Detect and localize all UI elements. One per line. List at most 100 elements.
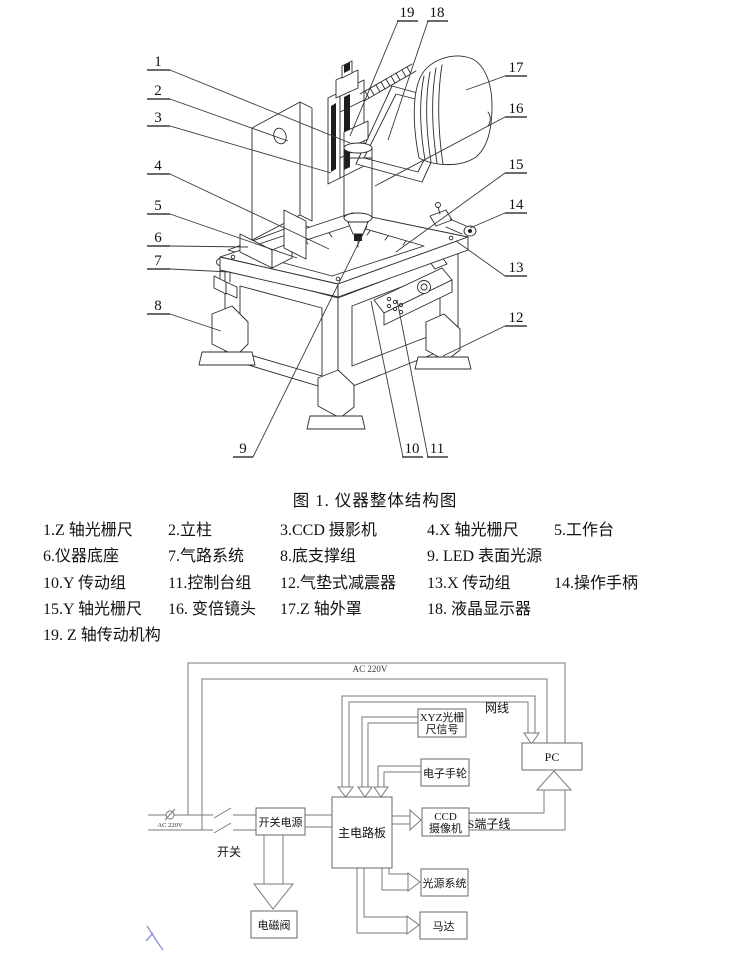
legend-line-3: 10.Y 传动组 11.控制台组 12.气垫式减震器 13.X 传动组 14.操… [43,568,740,594]
callout-17: 17 [465,60,527,91]
legend-item: 1.Z 轴光栅尺 [43,522,133,540]
box-switch-power: 开关电源 [255,807,306,836]
callout-12: 12 [442,310,527,357]
parts-legend: 1.Z 轴光栅尺 2.立柱 3.CCD 摄影机 4.X 轴光栅尺 5.工作台 6… [43,515,740,646]
svg-text:马达: 马达 [433,920,455,933]
callout-9: 9 [233,225,368,458]
machine-column [239,101,313,269]
svg-text:5: 5 [154,198,162,214]
legend-item: 18. 液晶显示器 [427,601,532,619]
svg-text:4: 4 [154,158,162,174]
callout-10: 10 [370,300,423,458]
callout-5: 5 [147,198,298,259]
machine-x-rail-handle [429,202,477,237]
svg-text:1: 1 [154,54,162,70]
legend-item: 4.X 轴光栅尺 [427,522,519,540]
svg-text:13: 13 [509,260,524,276]
legend-item: 13.X 传动组 [427,574,511,592]
svg-text:开关电源: 开关电源 [259,815,303,829]
legend-line-5: 19. Z 轴传动机构 [43,620,740,646]
figure-caption: 图 1. 仪器整体结构图 [292,491,458,510]
box-light-system: 光源系统 [420,868,469,897]
svg-text:摄像机: 摄像机 [429,821,462,835]
callout-4: 4 [147,158,330,250]
legend-item: 5.工作台 [554,522,615,540]
callout-1: 1 [147,54,351,144]
figure-callouts: 1 2 3 4 5 [147,5,527,458]
legend-item: 3.CCD 摄影机 [280,522,377,540]
pen-mark [145,925,164,951]
svg-text:9: 9 [239,441,247,457]
svg-text:11: 11 [430,441,444,457]
svg-text:19: 19 [400,5,415,21]
legend-line-4: 15.Y 轴光栅尺 16. 变倍镜头 17.Z 轴外罩 18. 液晶显示器 [43,594,740,620]
box-motor: 马达 [419,911,468,940]
box-pc: PC [521,742,583,771]
legend-item: 11.控制台组 [168,574,252,592]
svg-text:电子手轮: 电子手轮 [423,766,467,780]
svg-text:6: 6 [154,230,162,246]
legend-item: 16. 变倍镜头 [168,601,257,619]
svg-text:12: 12 [509,310,524,326]
svg-text:光源系统: 光源系统 [423,876,467,890]
callout-19: 19 [349,5,418,137]
network-cable-label: 网线 [485,701,509,715]
svg-text:10: 10 [405,441,420,457]
legend-item: 7.气路系统 [168,548,245,566]
svg-text:电磁阀: 电磁阀 [258,918,291,932]
diagram-labels: AC 220V AC 220V 开关 网线 S端子线 [157,664,510,859]
svg-text:18: 18 [430,5,445,21]
legend-item: 12.气垫式减震器 [280,574,397,592]
callout-6: 6 [147,230,249,248]
machine-structure-drawing: 1 2 3 4 5 [147,5,527,458]
svg-text:8: 8 [154,298,162,314]
svg-text:主电路板: 主电路板 [338,825,386,840]
legend-item: 17.Z 轴外罩 [280,601,362,619]
ac-power-input-label: AC 220V [157,822,182,829]
callout-8: 8 [147,298,222,332]
legend-item: 6.仪器底座 [43,548,120,566]
svg-text:尺信号: 尺信号 [426,723,459,736]
svg-text:15: 15 [509,157,524,173]
box-solenoid-valve: 电磁阀 [250,910,298,939]
machine-z-cover [413,55,493,166]
box-handwheel: 电子手轮 [420,758,470,787]
svg-text:PC: PC [545,750,560,764]
legend-item: 2.立柱 [168,522,213,540]
legend-item: 14.操作手柄 [554,574,639,592]
callout-3: 3 [147,110,332,174]
box-ccd-camera: CCD 摄像机 [421,807,470,837]
switch-symbol [213,807,232,834]
machine-z-axis-rail [327,60,365,185]
callout-13: 13 [455,240,527,277]
legend-item: 19. Z 轴传动机构 [43,627,161,645]
callout-15: 15 [395,157,527,253]
legend-item: 10.Y 传动组 [43,574,126,592]
machine-control-panel [373,256,453,326]
box-xyz-signal: XYZ光栅 尺信号 [417,708,467,738]
machine-feet [198,305,472,430]
callout-7: 7 [147,253,231,273]
svg-text:16: 16 [509,101,525,117]
callout-11: 11 [396,299,448,458]
callout-16: 16 [374,101,527,187]
callout-18: 18 [387,5,448,141]
svg-text:XYZ光栅: XYZ光栅 [420,710,465,724]
legend-item: 9. LED 表面光源 [427,548,543,566]
legend-item: 8.底支撑组 [280,548,357,566]
legend-item: 15.Y 轴光栅尺 [43,601,142,619]
legend-line-2: 6.仪器底座 7.气路系统 8.底支撑组 9. LED 表面光源 [43,541,740,567]
callout-14: 14 [469,197,527,229]
svg-text:14: 14 [509,197,525,213]
svg-text:2: 2 [154,83,162,99]
svg-text:17: 17 [509,60,525,76]
diagram-boxes: 开关电源 主电路板 XYZ光栅 尺信号 电子手轮 CCD 摄像机 [250,708,583,940]
machine-z-leadscrew [359,63,417,102]
legend-line-1: 1.Z 轴光栅尺 2.立柱 3.CCD 摄影机 4.X 轴光栅尺 5.工作台 [43,515,740,541]
ac-power-top-label: AC 220V [353,664,388,674]
machine-worktable [219,212,469,298]
box-main-board: 主电路板 [331,796,393,869]
power-switch-label: 开关 [217,845,241,859]
callout-2: 2 [147,83,289,142]
